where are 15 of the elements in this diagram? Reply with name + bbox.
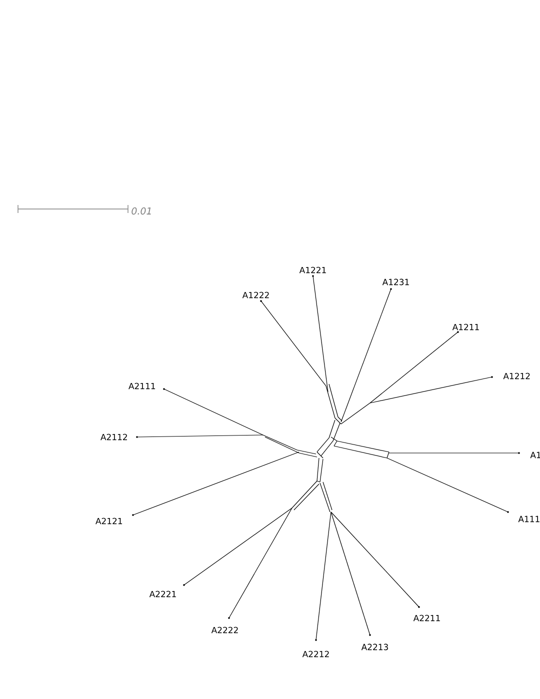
tip-label: A111 (518, 516, 540, 522)
tip-label: A1211 (452, 324, 479, 330)
tip-label: A1221 (299, 266, 326, 274)
tip-label: A1231 (382, 278, 409, 286)
tip-label: A2121 (96, 518, 122, 524)
tip-label: A2111 (128, 382, 156, 390)
tip-label: A2211 (413, 614, 440, 622)
tip-label: A2221 (149, 590, 176, 598)
tip-label: A2212 (302, 650, 329, 658)
tip-label: A1222 (242, 292, 269, 298)
tip-label: A2222 (211, 626, 238, 634)
tip-label: A2112 (100, 434, 127, 440)
tip-label: A1212 (503, 372, 530, 380)
tip-label: A2213 (361, 644, 388, 650)
scale-value: 0.01 (132, 207, 151, 215)
